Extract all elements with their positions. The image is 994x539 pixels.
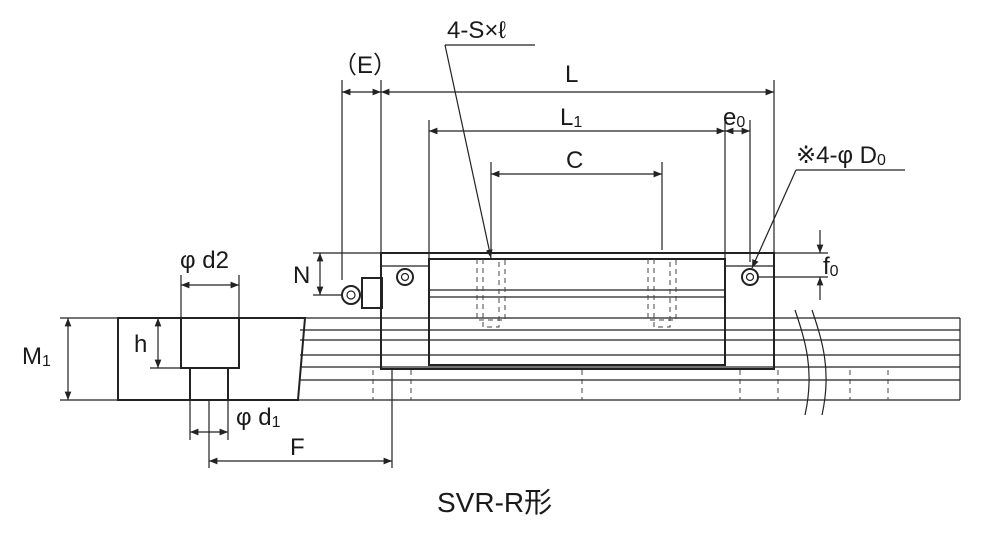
label-D0: ※4-φ D0 xyxy=(796,142,886,169)
dim-E xyxy=(341,80,382,280)
break-lines xyxy=(794,309,827,416)
rail-bolt-holes xyxy=(372,370,889,400)
dim-d2 xyxy=(180,275,240,318)
tapped-holes xyxy=(476,259,677,328)
dim-M1 xyxy=(60,317,118,401)
label-d1: φ d1 xyxy=(236,404,281,431)
dim-L xyxy=(381,80,775,253)
grease-nipple xyxy=(341,277,383,309)
label-e0: e0 xyxy=(723,104,745,131)
figure-caption: SVR-R形 xyxy=(437,487,552,518)
dim-N xyxy=(313,252,381,296)
dim-F xyxy=(208,370,393,468)
leader-thread xyxy=(444,44,535,259)
pin-holes xyxy=(396,268,759,286)
rail-base xyxy=(117,317,961,401)
label-d2: φ d2 xyxy=(180,247,229,274)
label-L: L xyxy=(565,61,578,88)
label-L1: L1 xyxy=(560,104,582,131)
label-C: C xyxy=(566,147,583,174)
dim-e0 xyxy=(725,120,751,262)
dim-h xyxy=(150,317,190,369)
dim-f0 xyxy=(758,230,828,300)
label-F: F xyxy=(290,434,305,461)
label-N: N xyxy=(293,262,310,289)
label-E: （E） xyxy=(333,52,397,79)
dim-L1 xyxy=(428,120,726,259)
label-h: h xyxy=(134,331,147,358)
carriage-block xyxy=(380,252,775,370)
leader-D0 xyxy=(751,169,905,269)
label-thread: 4-S×ℓ xyxy=(447,17,506,44)
dim-C xyxy=(490,162,663,250)
label-f0: f0 xyxy=(823,253,839,280)
base-bolt xyxy=(180,317,240,401)
label-M1: M1 xyxy=(22,343,51,370)
